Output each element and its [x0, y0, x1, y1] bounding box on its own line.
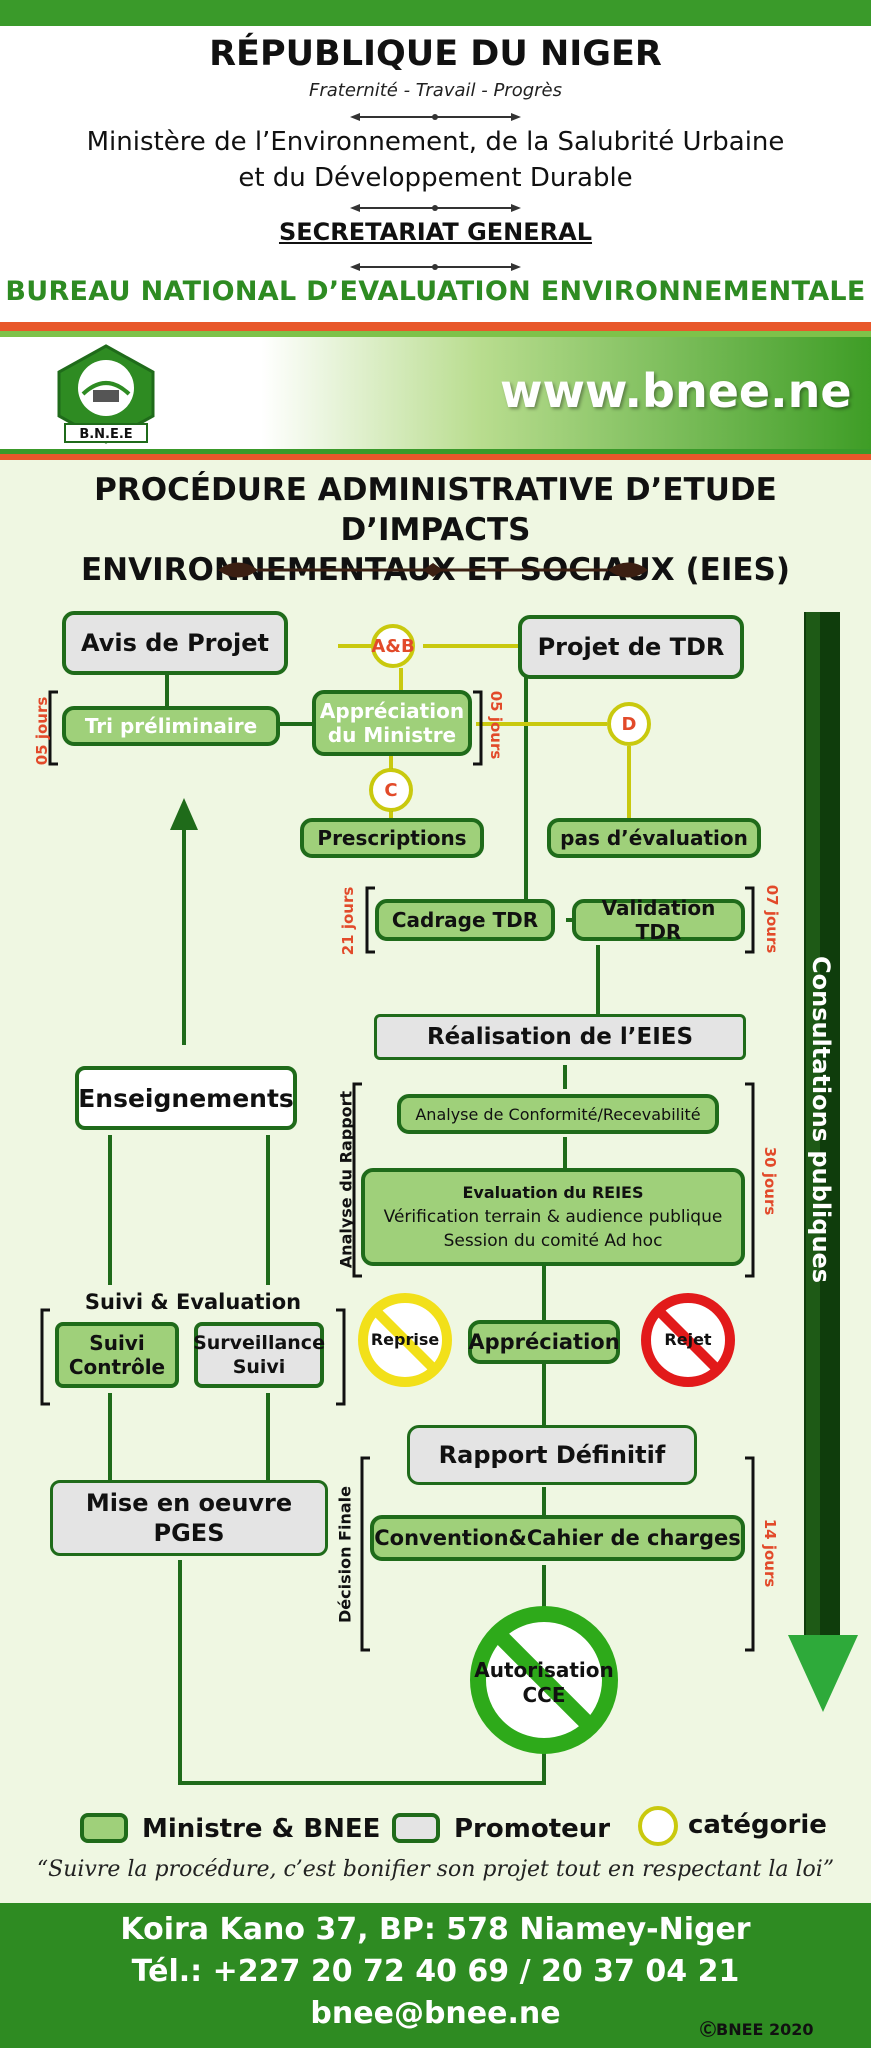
- footer-address: Koira Kano 37, BP: 578 Niamey-Niger: [120, 1912, 751, 1947]
- green-stripe: [0, 449, 871, 454]
- node-suivi-controle: Suivi Contrôle: [55, 1322, 179, 1388]
- legend-categorie: catégorie: [688, 1810, 827, 1840]
- orange-stripe: [0, 454, 871, 460]
- ministry-line-2: et du Développement Durable: [238, 163, 633, 193]
- node-analyse-conformite: Analyse de Conformité/Recevabilité: [397, 1094, 719, 1134]
- category-d-marker: D: [607, 702, 651, 746]
- republic-title: RÉPUBLIQUE DU NIGER: [209, 34, 662, 74]
- side-label-decision-finale: Décision Finale: [335, 1486, 355, 1623]
- footer-copyright: ⒸBNEE 2020: [700, 2020, 814, 2039]
- node-tri-preliminaire: Tri préliminaire: [62, 706, 280, 746]
- node-projet-de-tdr: Projet de TDR: [518, 615, 744, 679]
- node-validation-tdr: Validation TDR: [572, 896, 745, 944]
- duration-tri: 05 jours: [33, 696, 51, 766]
- evaluation-title: Evaluation du REIES: [462, 1183, 644, 1202]
- bureau-name: BUREAU NATIONAL D’EVALUATION ENVIRONNEME…: [5, 276, 866, 307]
- footer-email[interactable]: bnee@bnee.ne: [310, 1996, 561, 2031]
- node-convention-cahier: Convention&Cahier de charges: [370, 1515, 745, 1561]
- side-label-consultations-publiques: Consultations publiques: [807, 956, 835, 1284]
- reprise-label: Reprise: [370, 1330, 440, 1349]
- category-ab-marker: A&B: [371, 624, 415, 668]
- node-appreciation: Appréciation: [468, 1320, 620, 1364]
- node-pas-d-evaluation: pas d’évaluation: [547, 818, 761, 858]
- rejet-label: Rejet: [664, 1330, 712, 1349]
- duration-validation: 07 jours: [763, 884, 781, 954]
- orange-stripe: [0, 322, 871, 331]
- category-c-marker: C: [369, 768, 413, 812]
- evaluation-session: Session du comité Ad hoc: [443, 1231, 663, 1251]
- footer-phone[interactable]: Tél.: +227 20 72 40 69 / 20 37 04 21: [131, 1954, 740, 1989]
- node-enseignements: Enseignements: [75, 1066, 297, 1130]
- legend-promoteur: Promoteur: [454, 1814, 611, 1844]
- node-rapport-definitif: Rapport Définitif: [407, 1425, 697, 1485]
- ministry-line-1: Ministère de l’Environnement, de la Salu…: [86, 127, 785, 157]
- website-url[interactable]: www.bnee.ne: [500, 364, 852, 418]
- duration-analyse: 30 jours: [761, 1146, 779, 1216]
- flowchart-connectors: [40, 612, 858, 1785]
- title-line-1: PROCÉDURE ADMINISTRATIVE D’ETUDE D’IMPAC…: [94, 472, 777, 548]
- evaluation-verification: Vérification terrain & audience publique: [383, 1207, 723, 1227]
- duration-cadrage: 21 jours: [339, 886, 357, 956]
- node-evaluation-reies: Evaluation du REIES Vérification terrain…: [361, 1168, 745, 1266]
- legend-swatch-promoteur: [392, 1813, 440, 1843]
- node-mise-en-oeuvre-pges: Mise en oeuvre PGES: [50, 1480, 328, 1556]
- ornament-divider: [350, 204, 521, 212]
- ornament-divider: [350, 113, 521, 121]
- top-green-bar: [0, 0, 871, 26]
- node-appreciation-du-ministre: Appréciation du Ministre: [312, 690, 472, 756]
- node-cadrage-tdr: Cadrage TDR: [375, 899, 555, 941]
- side-label-analyse-rapport: Analyse du Rapport: [336, 1090, 356, 1269]
- secretariat-general: SECRETARIAT GENERAL: [278, 218, 593, 246]
- duration-decision: 14 jours: [761, 1518, 779, 1588]
- node-realisation-eies: Réalisation de l’EIES: [374, 1014, 746, 1060]
- node-prescriptions: Prescriptions: [300, 818, 484, 858]
- suivi-evaluation-label: Suivi & Evaluation: [84, 1290, 302, 1314]
- motto-quote: “Suivre la procédure, c’est bonifier son…: [36, 1857, 835, 1882]
- legend-swatch-ministre: [80, 1813, 128, 1843]
- national-motto: Fraternité - Travail - Progrès: [309, 80, 562, 101]
- header-panel: [0, 26, 871, 322]
- green-stripe: [0, 331, 871, 337]
- node-surveillance-suivi: Surveillance Suivi: [193, 1322, 325, 1388]
- duration-appreciation: 05 jours: [487, 690, 505, 760]
- node-avis-de-projet: Avis de Projet: [62, 611, 288, 675]
- legend-swatch-categorie: [638, 1806, 678, 1846]
- ministry-name: Ministère de l’Environnement, de la Salu…: [0, 124, 871, 196]
- legend-ministre: Ministre & BNEE: [142, 1814, 381, 1844]
- svg-text:B.N.E.E: B.N.E.E: [79, 427, 132, 442]
- footer-panel: [0, 1903, 871, 2048]
- node-autorisation-cce: Autorisation CCE: [474, 1658, 614, 1707]
- ornament-divider: [350, 263, 521, 271]
- title-ornament: [218, 562, 648, 578]
- bnee-logo: B.N.E.E: [57, 344, 155, 444]
